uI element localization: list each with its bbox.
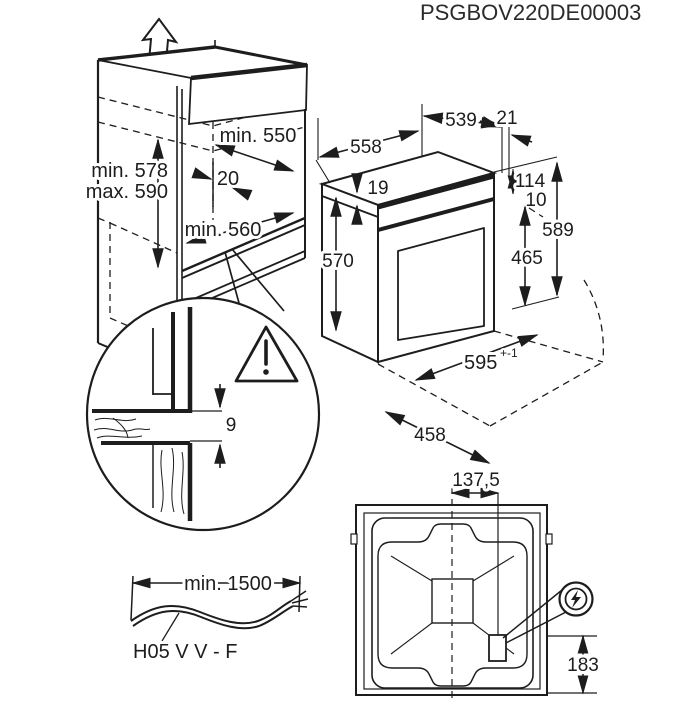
extension-lines [315,104,560,310]
oven-diagram: 558 539 21 19 570 114 10 589 465 595 +-1… [315,104,604,464]
warning-triangle-icon [234,325,299,383]
dim-panel-height: 114 [515,171,546,192]
rear-view-diagram: 137,5 183 [350,467,602,699]
dim-connection-height: 183 [567,655,599,676]
cable-wires [290,590,309,608]
dim-door-height: 465 [511,248,543,269]
dim-top-edge: 19 [367,178,388,199]
dim-niche-depth: min. 550 [220,125,297,147]
dim-depth-total: 558 [350,137,382,158]
panel-cross-section [92,307,222,521]
dim-niche-height-max: max. 590 [86,181,168,203]
dim-height-total: 589 [542,220,574,241]
dim-body-height: 570 [322,251,354,272]
document-code: PSGBOV220DE00003 [420,0,641,25]
oven-door-window [397,227,485,341]
dim-cable-length: min. 1500 [184,573,272,595]
cable-body [130,600,294,630]
dim-depth-body: 458 [414,425,446,446]
dim-gap-below-panel: 10 [525,190,546,211]
dim-niche-height-min: min. 578 [91,160,168,182]
oven-top-edge-band [377,173,495,210]
cable-type-label: H05 V V - F [133,641,237,663]
mount-tab-right [545,533,553,545]
dim-rear-offset: 20 [217,168,239,190]
dim-width-top: 539 [445,110,477,131]
lightning-bolt-icon [558,581,594,617]
cabinet-dimensions: min. 550 20 min. 578 max. 590 min. 560 [83,122,299,269]
dim-vent-gap: 9 [226,415,237,436]
junction-box [488,634,507,662]
oven-left-face [321,182,379,364]
rear-inner-contour [377,523,528,687]
control-panel-bottom-band [377,197,495,232]
dim-conduit-offset: 137,5 [452,470,500,491]
cable-diagram: min. 1500 H05 V V - F [130,570,309,666]
dim-front-width: 595 [464,352,497,374]
detail-callout [224,248,285,312]
vent-detail-circle: 9 [85,296,321,532]
dim-niche-width: min. 560 [185,219,262,241]
oven-dimension-callouts: 558 539 21 19 570 114 10 589 465 595 +-1… [318,105,577,464]
mount-tab-left [350,533,358,545]
dim-front-lip: 21 [496,108,517,129]
cabinet-diagram: min. 550 20 min. 578 max. 590 min. 560 [83,17,308,360]
dim-front-width-tolerance: +-1 [500,346,518,360]
wood-grain [93,417,185,515]
